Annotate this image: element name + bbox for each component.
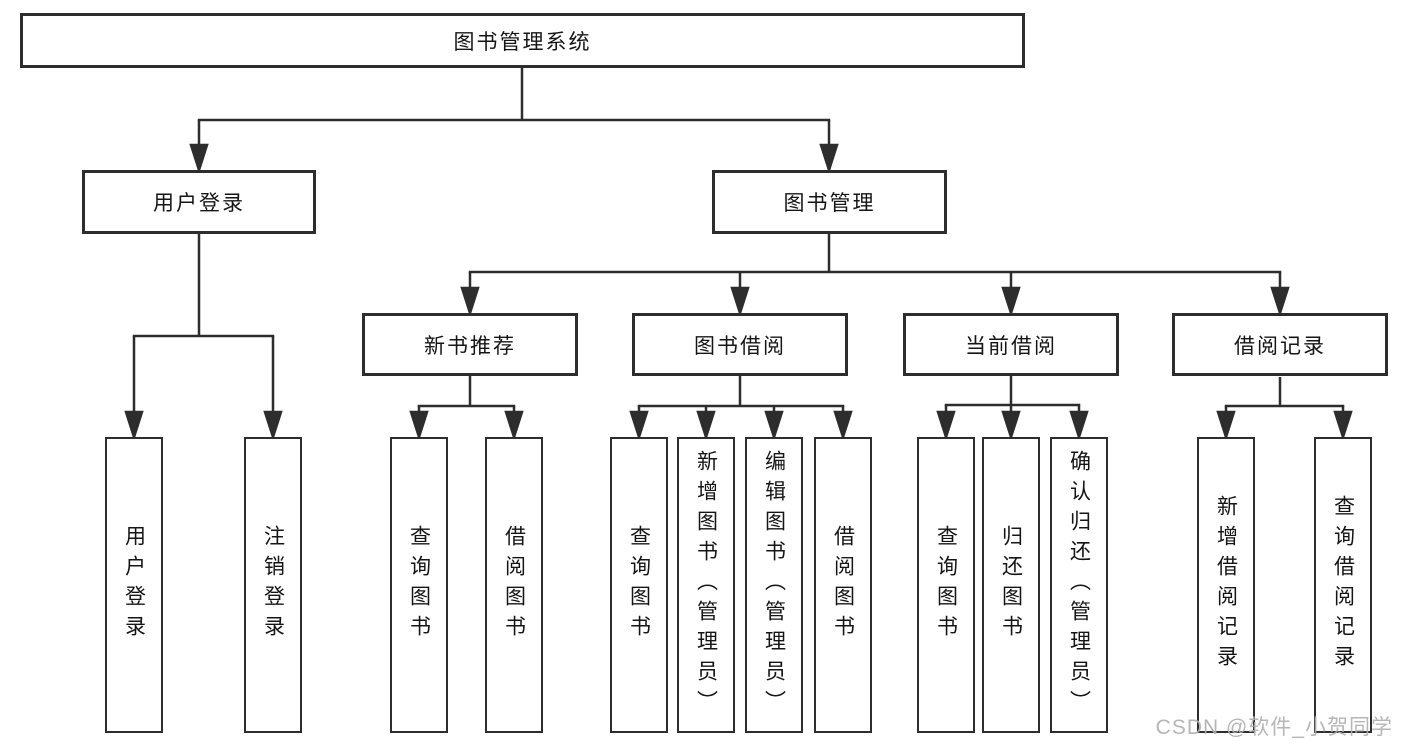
arrow-leaf-borrow-books-recommend	[504, 406, 524, 442]
leaf-borrow-books: 借阅图书	[814, 437, 872, 733]
node-book-borrow: 图书借阅	[632, 313, 848, 376]
leaf-label: 注销登录	[261, 525, 285, 645]
leaf-label: 查询图书	[407, 525, 431, 645]
leaf-label: 借阅图书	[831, 525, 855, 645]
leaf-label: 借阅图书	[502, 525, 526, 645]
leaf-query-borrow-record: 查询借阅记录	[1314, 437, 1372, 733]
arrow-leaf-logout	[263, 336, 283, 442]
arrow-to-borrow-records	[1270, 272, 1290, 318]
leaf-label: 查询图书	[934, 525, 958, 645]
leaf-label: 新增借阅记录	[1214, 495, 1238, 675]
leaf-query-books-borrow: 查询图书	[610, 437, 668, 733]
leaf-query-books-current: 查询图书	[917, 437, 975, 733]
arrow-leaf-confirm-return-admin	[1069, 405, 1089, 442]
leaf-label: 确认归还（管理员）	[1067, 450, 1091, 720]
node-root-system: 图书管理系统	[20, 13, 1025, 68]
leaf-label: 归还图书	[999, 525, 1023, 645]
arrow-to-new-book-recommend	[460, 272, 480, 318]
arrow-leaf-add-borrow-record	[1216, 406, 1236, 442]
csdn-watermark: CSDN @软件_小贺同学	[1155, 716, 1393, 739]
leaf-edit-books-admin: 编辑图书（管理员）	[745, 437, 803, 733]
arrow-leaf-borrow-books	[833, 406, 853, 442]
leaf-label: 新增图书（管理员）	[694, 450, 718, 720]
node-borrow-records: 借阅记录	[1172, 313, 1388, 376]
leaf-confirm-return-admin: 确认归还（管理员）	[1050, 437, 1108, 733]
arrow-leaf-query-books-borrow	[629, 406, 649, 442]
arrow-leaf-user-login	[124, 336, 144, 442]
arrow-leaf-query-books-current	[936, 405, 956, 442]
node-new-book-recommend: 新书推荐	[362, 313, 578, 376]
arrow-leaf-query-books-recommend	[409, 406, 429, 442]
leaf-add-books-admin: 新增图书（管理员）	[677, 437, 735, 733]
leaf-logout: 注销登录	[244, 437, 302, 733]
leaf-query-books-recommend: 查询图书	[390, 437, 448, 733]
arrow-leaf-query-borrow-record	[1333, 406, 1353, 442]
arrow-to-book-borrow	[730, 272, 750, 318]
arrow-leaf-add-books-admin	[696, 406, 716, 442]
arrow-to-book-management	[819, 120, 839, 175]
node-book-management: 图书管理	[712, 170, 947, 234]
leaf-user-login: 用户登录	[105, 437, 163, 733]
node-user-login: 用户登录	[82, 170, 316, 234]
leaf-borrow-books-recommend: 借阅图书	[485, 437, 543, 733]
leaf-label: 查询借阅记录	[1331, 495, 1355, 675]
leaf-return-books: 归还图书	[982, 437, 1040, 733]
arrow-to-user-login	[189, 120, 209, 175]
node-current-borrow: 当前借阅	[903, 313, 1119, 376]
arrow-leaf-return-books	[1001, 405, 1021, 442]
arrow-leaf-edit-books-admin	[764, 406, 784, 442]
leaf-label: 编辑图书（管理员）	[762, 450, 786, 720]
leaf-add-borrow-record: 新增借阅记录	[1197, 437, 1255, 733]
leaf-label: 用户登录	[122, 525, 146, 645]
leaf-label: 查询图书	[627, 525, 651, 645]
arrow-to-current-borrow	[1001, 272, 1021, 318]
